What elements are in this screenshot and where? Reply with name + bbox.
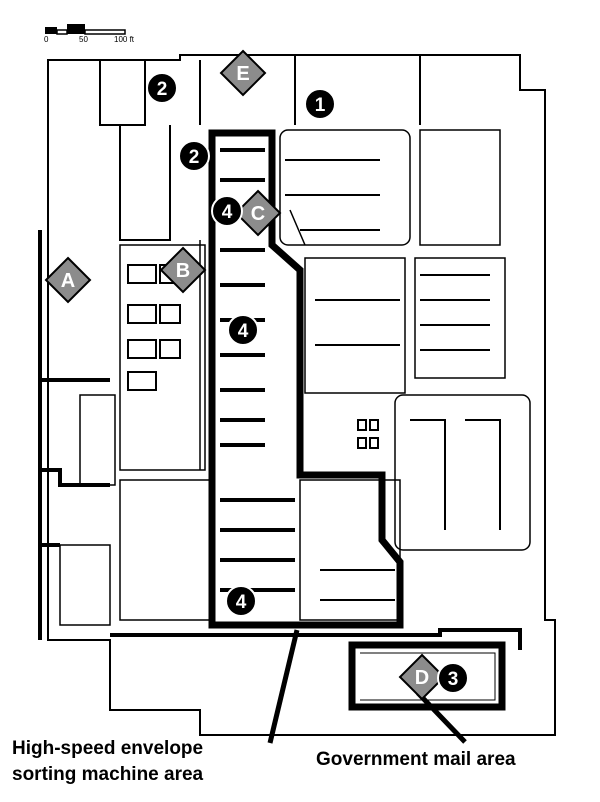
scale-tick-50: 50 bbox=[79, 35, 88, 44]
svg-text:A: A bbox=[61, 270, 75, 292]
scale-tick-0: 0 bbox=[44, 35, 49, 44]
scale-tick-100: 100 ft bbox=[114, 35, 135, 44]
envelope-area-caption: High-speed envelope sorting machine area bbox=[12, 736, 203, 788]
svg-text:4: 4 bbox=[222, 202, 233, 223]
svg-text:D: D bbox=[415, 667, 429, 689]
circle-marker-1: 1 bbox=[304, 88, 336, 120]
government-area-boundary bbox=[348, 641, 506, 711]
envelope-leader-line bbox=[267, 629, 300, 744]
svg-text:E: E bbox=[236, 63, 249, 85]
circle-marker-3: 3 bbox=[437, 662, 469, 694]
circle-marker-4-mid: 4 bbox=[227, 314, 259, 346]
diamond-marker-b: B bbox=[159, 246, 207, 294]
circle-marker-4-top: 4 bbox=[211, 195, 243, 227]
svg-text:2: 2 bbox=[157, 79, 168, 100]
envelope-caption-line-2: sorting machine area bbox=[12, 764, 204, 785]
svg-text:B: B bbox=[176, 260, 190, 282]
building-outline bbox=[47, 54, 556, 736]
svg-text:3: 3 bbox=[448, 669, 459, 690]
svg-text:4: 4 bbox=[236, 592, 247, 613]
government-leader-line bbox=[416, 691, 467, 744]
bottom-wall-thick bbox=[110, 628, 522, 650]
sorting-machine-lines bbox=[220, 148, 295, 592]
circle-marker-2-mid: 2 bbox=[178, 140, 210, 172]
mail-cases bbox=[285, 159, 501, 601]
circle-marker-4-low: 4 bbox=[225, 585, 257, 617]
svg-text:C: C bbox=[251, 203, 265, 225]
svg-text:1: 1 bbox=[315, 95, 326, 116]
interior-walls bbox=[59, 129, 531, 626]
diamond-marker-d: D bbox=[398, 653, 446, 701]
diamond-marker-a: A bbox=[44, 256, 92, 304]
government-area-caption: Government mail area bbox=[316, 749, 516, 770]
svg-text:4: 4 bbox=[238, 321, 249, 342]
diamond-marker-e: E bbox=[219, 49, 267, 97]
svg-text:2: 2 bbox=[189, 147, 200, 168]
left-wall-thick bbox=[38, 230, 110, 640]
envelope-caption-line-1: High-speed envelope bbox=[12, 738, 204, 759]
circle-marker-2-top: 2 bbox=[146, 72, 178, 104]
scale-bar: 0 50 100 ft bbox=[44, 24, 135, 44]
diamond-marker-c: C bbox=[234, 189, 282, 237]
